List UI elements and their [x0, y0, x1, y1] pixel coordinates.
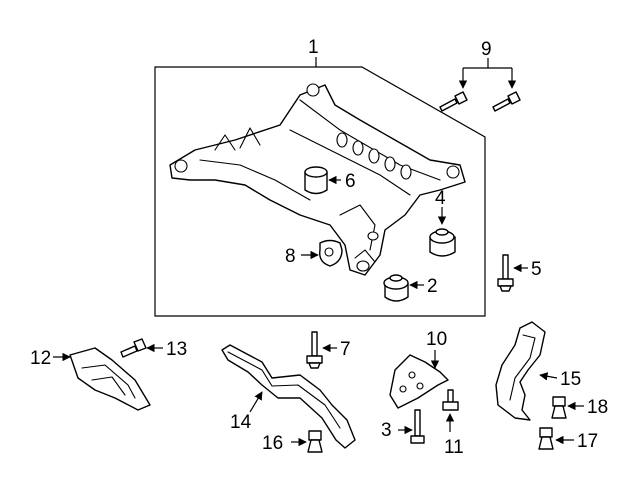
bolt-11 [442, 389, 459, 411]
clip-17 [538, 427, 554, 450]
callout-10: 10 [426, 329, 447, 350]
callout-13: 13 [166, 339, 187, 360]
callout-11: 11 [444, 437, 464, 458]
callout-2: 2 [427, 276, 438, 297]
shield-12 [69, 347, 151, 411]
callout-15: 15 [560, 369, 581, 390]
bolt-5 [497, 254, 514, 292]
bushing-8 [319, 239, 343, 267]
clip-18 [551, 396, 567, 419]
callout-7: 7 [340, 339, 351, 360]
bolt-9a [439, 91, 468, 112]
heat-shield-14 [221, 344, 356, 449]
bushing-6 [304, 166, 328, 195]
callout-18: 18 [587, 397, 608, 418]
callout-14: 14 [230, 412, 252, 433]
callout-17: 17 [577, 431, 598, 452]
callout-3: 3 [381, 420, 392, 441]
callout-8: 8 [285, 246, 296, 267]
leader-15 [539, 372, 558, 381]
bracket-15 [495, 321, 546, 421]
callout-6: 6 [345, 171, 356, 192]
bolt-7 [306, 331, 323, 369]
callout-4: 4 [435, 188, 446, 209]
bracket-10 [389, 354, 449, 409]
bushing-4 [429, 228, 456, 257]
leader-9-bracket [463, 58, 512, 69]
assembly-box [154, 66, 486, 317]
callout-5: 5 [531, 259, 542, 280]
callout-1: 1 [308, 37, 319, 58]
leader-14 [249, 391, 263, 413]
callout-12: 12 [30, 348, 51, 369]
clip-16 [307, 430, 323, 453]
bolt-3 [410, 409, 425, 444]
bushing-2 [383, 274, 409, 302]
bolt-13 [120, 338, 147, 358]
bolt-9b [492, 91, 521, 112]
callout-16: 16 [262, 433, 283, 454]
callout-9: 9 [481, 39, 492, 60]
